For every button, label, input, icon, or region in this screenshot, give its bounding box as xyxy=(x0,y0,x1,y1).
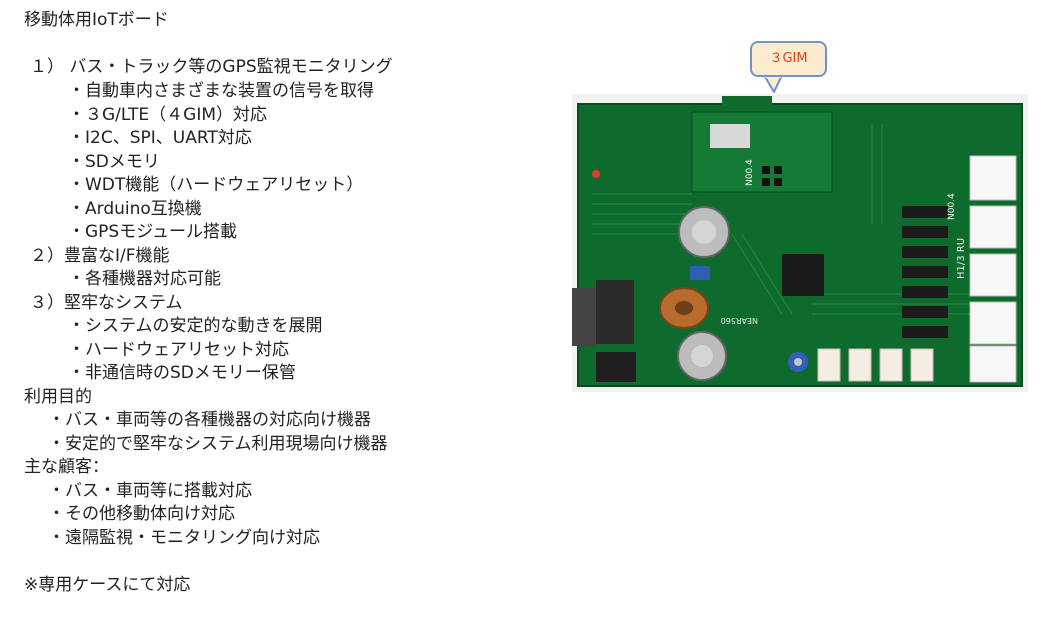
text-line: ・自動車内さまざまな装置の信号を取得 xyxy=(68,81,374,101)
text-line: ・ハードウェアリセット対応 xyxy=(68,340,289,360)
text-line: ※専用ケースにて対応 xyxy=(24,575,191,595)
iot-board-photo: N00.4 xyxy=(572,94,1028,392)
page-title: 移動体用IoTボード xyxy=(24,10,169,30)
label-board-version: H1/3 RU xyxy=(956,238,967,279)
text-line: ・安定的で堅牢なシステム利用現場向け機器 xyxy=(48,434,388,454)
text-line: ・GPSモジュール搭載 xyxy=(68,222,238,242)
text-line: ・WDT機能（ハードウェアリセット） xyxy=(68,175,364,195)
text-line: ・３G/LTE（４GIM）対応 xyxy=(68,105,268,125)
text-line: ・I2C、SPI、UART対応 xyxy=(68,128,252,148)
text-line: ・バス・車両等の各種機器の対応向け機器 xyxy=(48,410,371,430)
callout-3gim: ３GIM xyxy=(750,41,827,77)
label-board-id: NEAR560 xyxy=(721,316,758,325)
text-line: ２）豊富なI/F機能 xyxy=(30,246,170,266)
text-line: ・その他移動体向け対応 xyxy=(48,504,235,524)
label-n004-right: N00.4 xyxy=(947,193,957,220)
callout-tail xyxy=(762,75,784,93)
text-line: ・非通信時のSDメモリー保管 xyxy=(68,363,296,383)
text-line: ・Arduino互換機 xyxy=(68,199,202,219)
text-line: ３）堅牢なシステム xyxy=(30,293,183,313)
text-line: 利用目的 xyxy=(24,387,92,407)
text-line: ・バス・車両等に搭載対応 xyxy=(48,481,252,501)
text-line: ・SDメモリ xyxy=(68,152,160,172)
text-line: ・各種機器対応可能 xyxy=(68,269,221,289)
text-line: １） バス・トラック等のGPS監視モニタリング xyxy=(30,57,393,77)
text-line: ・遠隔監視・モニタリング向け対応 xyxy=(48,528,320,548)
label-n004-left: N00.4 xyxy=(745,159,755,186)
circuit-board-image: N00.4 xyxy=(572,94,1028,392)
text-line: ・システムの安定的な動きを展開 xyxy=(68,316,323,336)
text-line: 主な顧客： xyxy=(24,457,109,477)
